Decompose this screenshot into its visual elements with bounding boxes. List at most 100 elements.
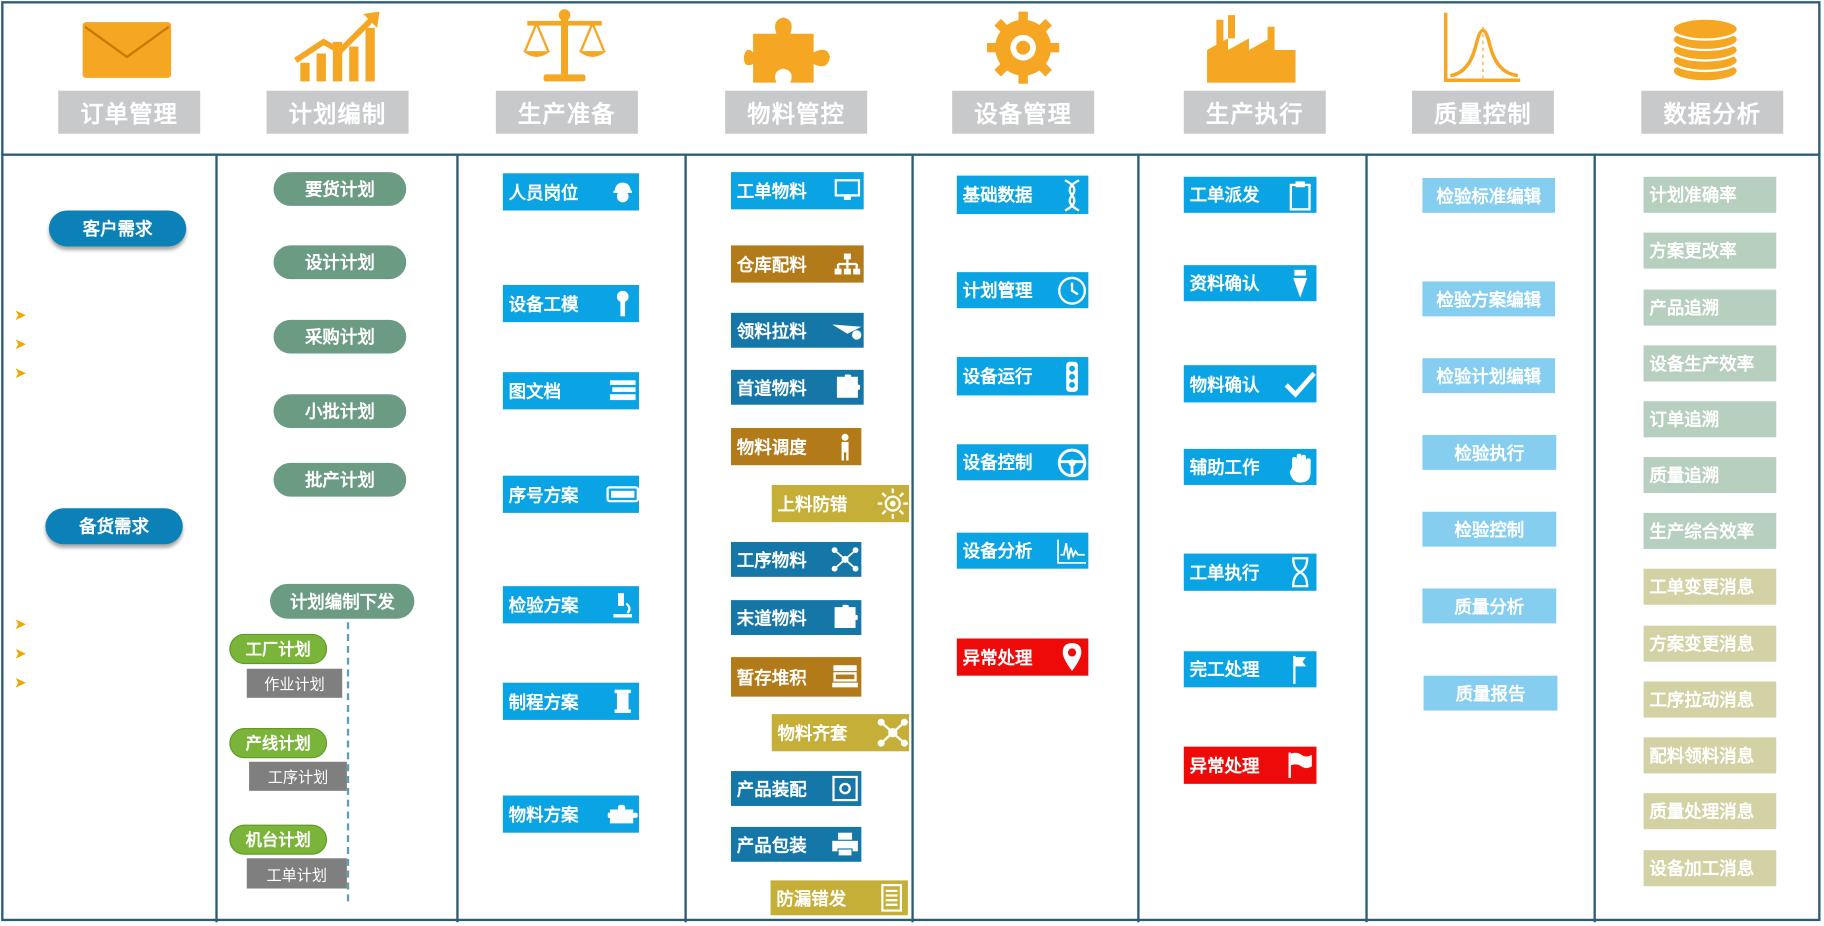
material-label: 产品装配 [736,778,807,800]
puzzle-icon [741,7,846,88]
prep-tag-inspection-scheme[interactable]: 检验方案 [502,586,640,624]
worker-head-icon [606,173,639,210]
factory-icon [1199,7,1304,88]
document-list-icon [875,880,908,915]
plan-pill[interactable]: 批产计划 [273,462,407,497]
order-plan-tag[interactable]: 工单计划 [246,858,347,889]
prep-label: 人员岗位 [508,182,579,203]
waveform-icon [1056,533,1089,569]
execution-tag[interactable]: 工单派发 [1183,176,1317,213]
analysis-tag[interactable]: 产品追溯 [1643,289,1777,326]
quality-tag[interactable]: 检验标准编辑 [1422,177,1556,213]
material-tag[interactable]: 首道物料 [730,369,864,405]
hand-icon [1284,449,1317,485]
execution-tag-exception[interactable]: 异常处理 [1183,746,1317,784]
plan-pill[interactable]: 设计计划 [273,245,407,280]
plan-pill[interactable]: 要货计划 [273,172,407,206]
prep-tag-personnel[interactable]: 人员岗位 [502,173,640,211]
material-label: 防漏错发 [776,887,847,909]
execution-tag[interactable]: 完工处理 [1183,651,1317,688]
stock-demand-button[interactable]: 备货需求 [45,508,183,545]
analysis-tag[interactable]: 订单追溯 [1643,401,1777,438]
plan-issue-pill[interactable]: 计划编制下发 [270,583,415,619]
execution-tag[interactable]: 物料确认 [1183,365,1317,403]
quality-tag[interactable]: 质量分析 [1422,588,1557,624]
factory-plan-pill[interactable]: 工厂计划 [229,633,328,665]
equipment-tag-exception[interactable]: 异常处理 [956,638,1089,676]
analysis-tag[interactable]: 设备生产效率 [1643,345,1777,382]
flag-icon [1284,747,1317,784]
analysis-tag[interactable]: 生产综合效率 [1643,512,1777,549]
header-label-quality[interactable]: 质量控制 [1411,90,1554,134]
prep-tag-material-scheme[interactable]: 物料方案 [502,795,640,833]
analysis-tag[interactable]: 配料领料消息 [1643,737,1777,774]
material-tag[interactable]: 暂存堆积 [730,657,862,697]
prep-tag-equipment-mold[interactable]: 设备工模 [502,284,640,323]
analysis-tag[interactable]: 质量处理消息 [1643,793,1777,830]
analysis-tag[interactable]: 质量追溯 [1643,457,1777,494]
header-label-analysis[interactable]: 数据分析 [1641,90,1784,134]
bullet-arrow-icon: ➤ [13,616,27,634]
execution-tag[interactable]: 辅助工作 [1183,448,1317,485]
material-tag[interactable]: 产品装配 [730,771,862,806]
execution-label: 工单派发 [1189,184,1260,206]
equipment-tag[interactable]: 基础数据 [956,175,1089,214]
material-tag[interactable]: 物料齐套 [771,714,910,752]
analysis-tag[interactable]: 方案更改率 [1643,232,1777,269]
analysis-tag[interactable]: 设备加工消息 [1643,850,1777,887]
process-plan-tag[interactable]: 工序计划 [249,761,347,791]
customer-demand-button[interactable]: 客户需求 [48,210,187,247]
growth-chart-icon [285,5,390,86]
prep-label: 物料方案 [508,804,579,826]
header-label-order[interactable]: 订单管理 [58,90,201,134]
header-divider [1,153,1821,156]
quality-tag[interactable]: 质量报告 [1423,675,1558,711]
execution-tag[interactable]: 工单执行 [1183,553,1317,591]
quality-tag[interactable]: 检验控制 [1422,511,1557,547]
plan-pill[interactable]: 采购计划 [273,319,407,354]
machine-plan-pill[interactable]: 机台计划 [229,824,328,855]
equipment-tag[interactable]: 设备分析 [956,532,1089,569]
analysis-label: 工单变更消息 [1649,576,1755,598]
prep-tag-serial-scheme[interactable]: 序号方案 [502,475,640,513]
material-tag[interactable]: 末道物料 [730,600,862,635]
database-icon [1653,7,1758,88]
analysis-tag[interactable]: 工序拉动消息 [1643,681,1777,718]
quality-tag[interactable]: 检验方案编辑 [1422,281,1556,317]
execution-label: 资料确认 [1189,273,1260,295]
header-label-material[interactable]: 物料管控 [725,90,868,134]
header-label-execution[interactable]: 生产执行 [1183,90,1326,134]
header-label-prep[interactable]: 生产准备 [495,90,638,134]
header-label-equipment[interactable]: 设备管理 [952,90,1095,134]
header-label-plan[interactable]: 计划编制 [266,90,409,134]
work-plan-tag[interactable]: 作业计划 [246,668,343,698]
column-divider [684,154,687,923]
equipment-tag[interactable]: 设备控制 [956,444,1089,481]
puzzle-piece-icon [606,795,639,832]
material-tag[interactable]: 领料拉料 [730,312,864,348]
quality-tag[interactable]: 检验执行 [1422,434,1557,470]
execution-label: 完工处理 [1189,659,1260,681]
material-tag[interactable]: 防漏错发 [770,880,908,916]
equipment-tag[interactable]: 计划管理 [956,272,1089,309]
material-tag[interactable]: 产品包装 [730,826,862,862]
map-pin-icon [1056,638,1089,675]
quality-tag[interactable]: 检验计划编辑 [1422,358,1556,394]
material-tag[interactable]: 工序物料 [730,541,862,577]
material-tag[interactable]: 上料防错 [771,484,910,523]
prep-tag-documents[interactable]: 图文档 [502,372,640,410]
material-tag[interactable]: 工单物料 [730,172,864,210]
material-tag[interactable]: 仓库配料 [730,245,864,283]
line-plan-pill[interactable]: 产线计划 [229,728,328,759]
plan-pill[interactable]: 小批计划 [273,394,407,428]
equipment-tag[interactable]: 设备运行 [956,357,1089,396]
material-tag[interactable]: 物料调度 [730,427,862,466]
analysis-tag[interactable]: 计划准确率 [1643,176,1777,213]
prep-tag-process-scheme[interactable]: 制程方案 [502,682,640,720]
wrench-icon [606,285,639,322]
analysis-tag[interactable]: 方案变更消息 [1643,625,1777,662]
analysis-tag[interactable]: 工单变更消息 [1643,568,1777,605]
books-icon [606,372,639,409]
execution-tag[interactable]: 资料确认 [1183,265,1317,302]
